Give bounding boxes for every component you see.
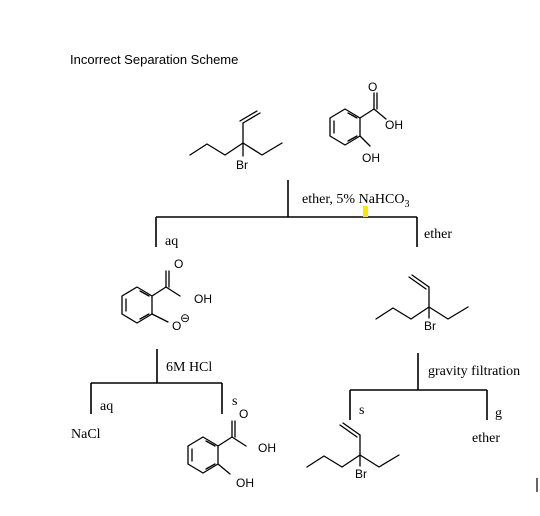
salicylic-acid-molecule-solid: O OH OH [187,407,276,490]
anion-oh-label: OH [194,292,212,306]
scheme-title: Incorrect Separation Scheme [70,52,238,67]
solid-carbonyl-oxygen-label: O [239,407,248,421]
phenol-oh-label: OH [362,151,380,165]
step1-ether-label: ether [424,227,452,242]
step1-branch: ether, 5% NaHCO3 aq ether [155,180,452,249]
carbonyl-oxygen-label: O [368,80,377,94]
step1-aq-label: aq [165,234,178,249]
step2-left-s-label: s [232,394,237,409]
alkyl-bromide-molecule-top: Br [189,110,283,172]
yellow-highlight-mark [363,206,368,217]
anion-carbonyl-oxygen-label: O [174,257,183,271]
step2-right-reagent: gravity filtration [428,364,520,379]
step2-left-branch: 6M HCl aq s NaCl [71,349,237,442]
bromine-label: Br [236,158,248,172]
alkyl-bromide-molecule-ether: Br [375,274,469,333]
ether-product: ether [472,431,500,446]
step1-reagent: ether, 5% NaHCO3 [302,192,409,210]
step2-left-reagent: 6M HCl [166,360,212,375]
negative-charge-icon: ⊖ [180,311,190,325]
step2-right-s-label: s [359,403,364,418]
alkyl-bromide-molecule-bottom: Br [306,422,400,481]
solid-phenol-oh-label: OH [236,476,254,490]
ether-bromine-label: Br [424,319,436,333]
salicylate-anion-molecule: O OH O ⊖ [121,257,212,333]
phenoxide-oxygen-label: O [172,319,181,333]
step2-right-g-label: g [495,406,502,421]
nacl-product: NaCl [71,427,101,442]
step2-left-aq-label: aq [100,399,113,414]
solid-acid-oh-label: OH [258,441,276,455]
salicylic-acid-molecule-top: O OH OH [329,80,403,165]
bottom-bromine-label: Br [355,467,367,481]
acid-oh-label: OH [385,118,403,132]
step2-right-branch: gravity filtration s g ether [349,353,520,446]
